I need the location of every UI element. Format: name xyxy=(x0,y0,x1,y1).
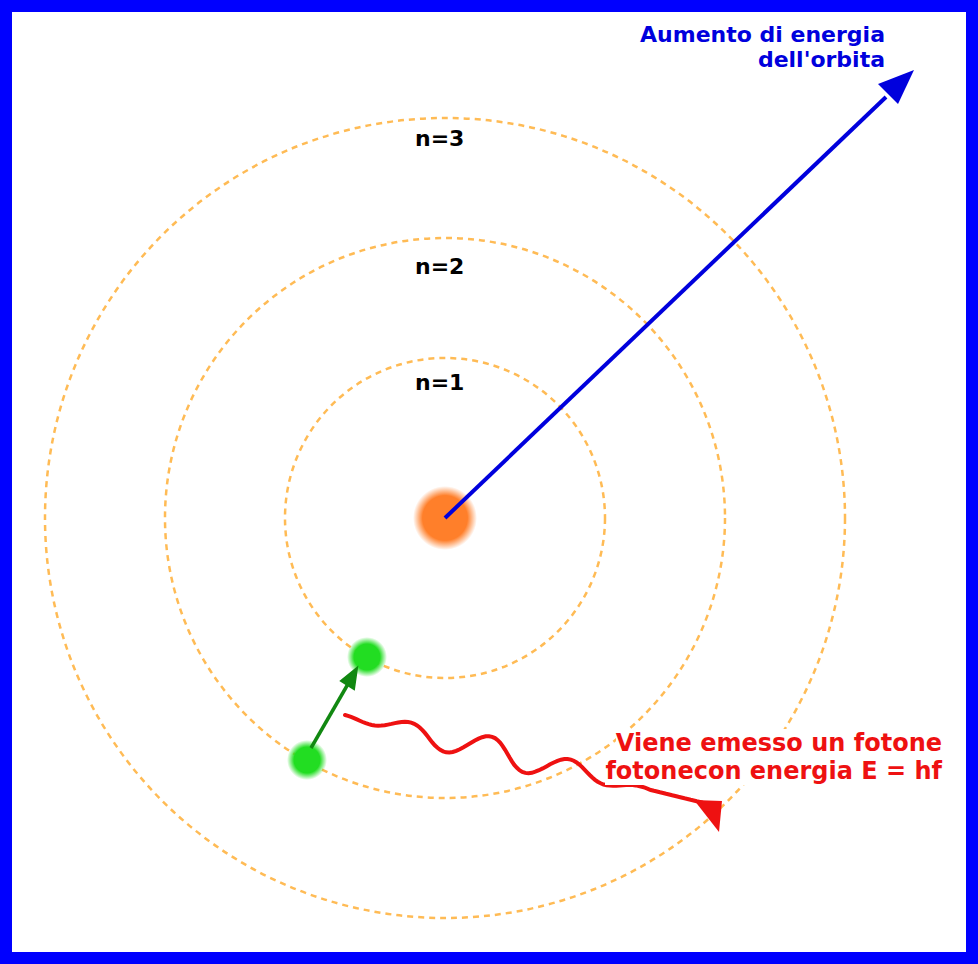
photon-caption-text: Viene emesso un fotone fotonecon energia… xyxy=(605,729,942,785)
orbit-label-text: n=1 xyxy=(415,370,464,395)
orbit-label-text: n=2 xyxy=(415,254,464,279)
orbit-label: n=2 xyxy=(415,254,464,279)
orbit-label: n=3 xyxy=(415,126,464,151)
transition-arrowhead xyxy=(341,668,357,689)
photon-caption: Viene emesso un fotone fotonecon energia… xyxy=(512,730,942,785)
energy-caption-text: Aumento di energia dell'orbita xyxy=(640,22,885,72)
white-panel xyxy=(12,12,966,952)
photon-arrowhead xyxy=(694,800,722,832)
transition-arrow-line xyxy=(311,684,348,748)
energy-arrowhead xyxy=(878,70,914,104)
electron-initial xyxy=(287,740,327,780)
energy-arrow-line xyxy=(445,97,886,518)
orbit-label: n=1 xyxy=(415,370,464,395)
energy-caption: Aumento di energia dell'orbita xyxy=(545,22,885,73)
orbit-label-text: n=3 xyxy=(415,126,464,151)
